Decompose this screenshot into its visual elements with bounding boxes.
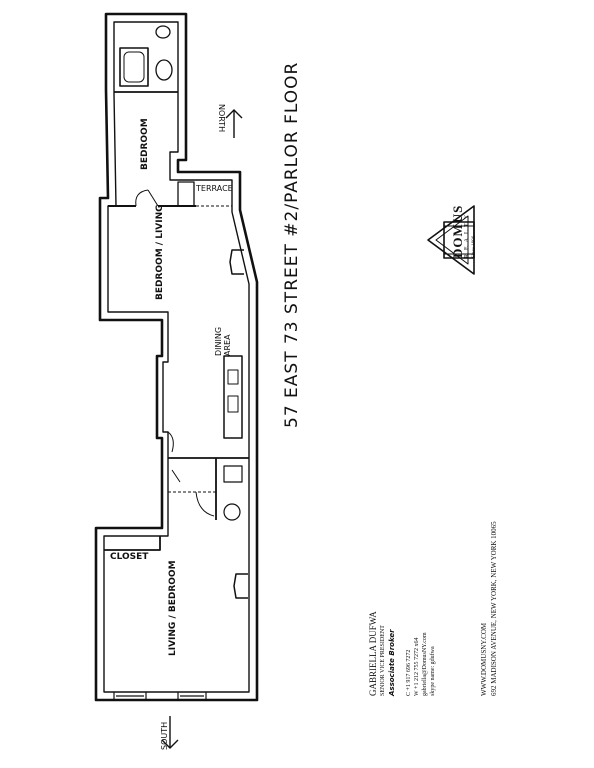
door-swing-1 [135, 189, 159, 207]
bathtub [119, 47, 149, 87]
south-arrow-icon [161, 716, 179, 749]
logo-since: Since 1996 [472, 235, 477, 258]
agent-role: Associate Broker [388, 629, 396, 696]
kitchen-counter [223, 355, 243, 439]
agent-title: SENIOR VICE PRESIDENT [380, 625, 386, 696]
agent-address: 692 MADISON AVENUE, NEW YORK, NEW YORK 1… [490, 521, 498, 696]
windows-bottom [113, 692, 207, 700]
sink [155, 59, 173, 81]
inner-wall [103, 21, 250, 693]
north-label: NORTH [217, 104, 226, 133]
fireplace-1 [229, 249, 244, 275]
plan-title: 57 EAST 73 STREET #2/PARLOR FLOOR [282, 61, 302, 428]
outer-wall [94, 12, 259, 702]
room-label-dining: DINING AREA [214, 326, 232, 356]
north-arrow-icon [225, 109, 243, 138]
toilet [155, 25, 171, 39]
room-label-closet: CLOSET [110, 552, 149, 562]
fireplace-2 [233, 573, 248, 599]
agent-website[interactable]: WWW.DOMUSNY.COM [480, 622, 488, 696]
closet-wall [104, 536, 161, 551]
logo-sub: REALTY [464, 210, 470, 258]
agent-email[interactable]: gabriella@DomusNY.com [422, 632, 428, 696]
south-label: SOUTH [160, 721, 169, 750]
lower-bath-wall [168, 457, 249, 520]
room-label-bedroom-living: BEDROOM / LIVING [155, 204, 165, 300]
door-swing-2 [195, 491, 215, 517]
agent-work: W +1 212 755 7272 x64 [414, 637, 420, 696]
agent-name: GABRIELLA DUFWA [368, 611, 378, 696]
domus-logo-building [427, 205, 475, 275]
agent-skype: skype name: gdufwa [430, 646, 436, 696]
room-label-terrace: TERRACE [196, 184, 233, 193]
agent-cell: C +1 917 696 7272 [406, 649, 412, 696]
lower-bath-fixture [223, 465, 243, 483]
closet-small [177, 181, 195, 207]
room-label-bedroom-top: BEDROOM [140, 118, 150, 170]
room-label-living-bedroom: LIVING / BEDROOM [168, 560, 178, 656]
